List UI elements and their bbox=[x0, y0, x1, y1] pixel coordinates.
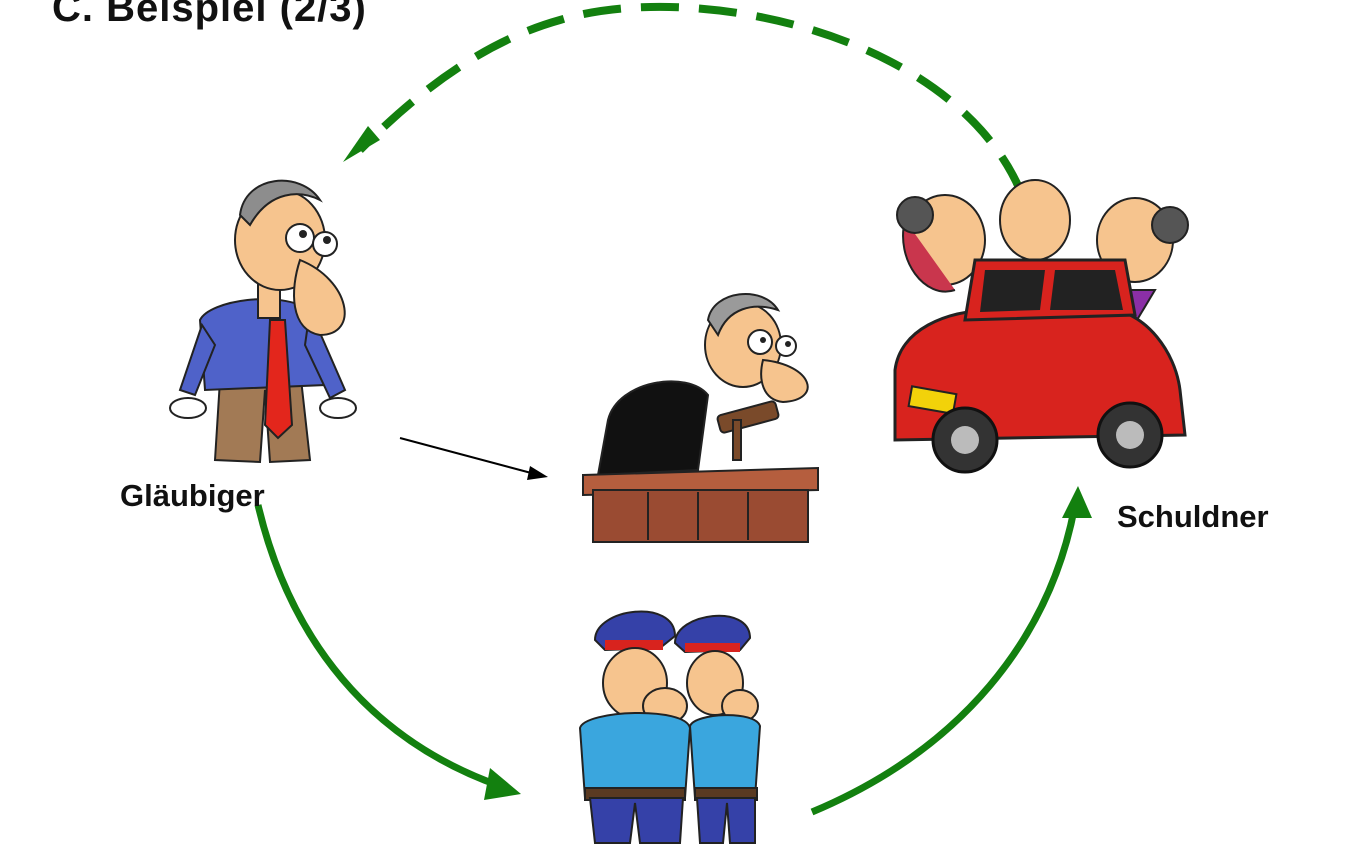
label-debtor: Schuldner bbox=[1117, 499, 1269, 534]
thin-arrowhead bbox=[527, 466, 548, 480]
judge-cartoon bbox=[582, 293, 819, 543]
label-creditor: Gläubiger bbox=[120, 478, 265, 513]
dashed-arrowhead bbox=[343, 126, 380, 162]
solid-arrowhead-debtor bbox=[1062, 486, 1092, 518]
debtor-cartoon bbox=[893, 179, 1189, 474]
creditor-cartoon bbox=[169, 179, 357, 464]
thin-arrow-creditor-to-judge bbox=[399, 437, 536, 475]
solid-arrowhead-police bbox=[484, 768, 521, 800]
solid-arrow-police-to-debtor bbox=[810, 504, 1079, 816]
dashed-arrow-debtor-to-creditor bbox=[357, 2, 1024, 192]
solid-arrow-creditor-to-police bbox=[254, 504, 502, 790]
slide-title: C. Beispiel (2/3) bbox=[52, 0, 367, 30]
police-cartoon bbox=[578, 610, 762, 844]
